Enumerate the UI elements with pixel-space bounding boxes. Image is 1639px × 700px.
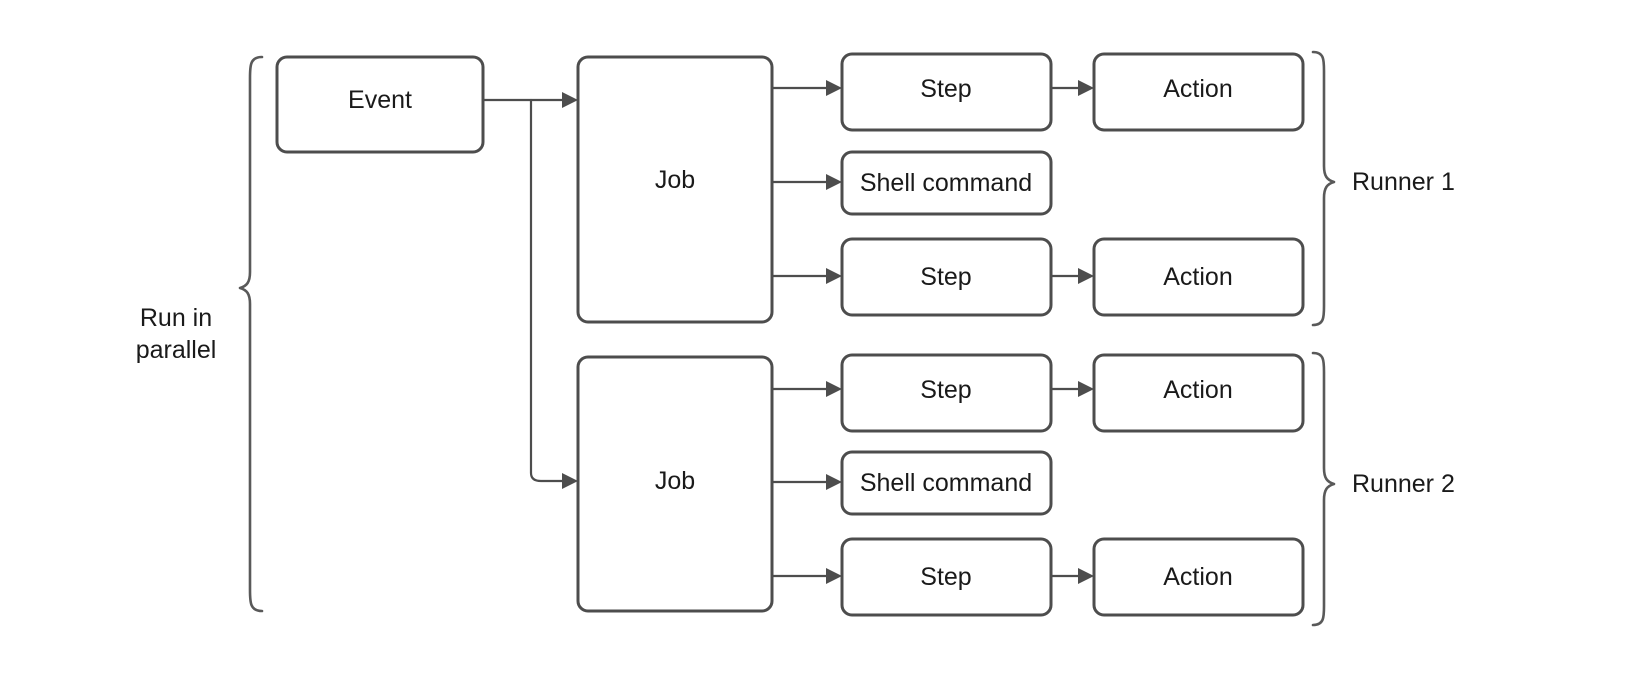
edge-job1-step2-to-action2 xyxy=(1049,268,1094,284)
edge-job2-to-step2 xyxy=(770,568,842,584)
job1-shell-box[interactable] xyxy=(840,150,1053,216)
job1-shell-label: Shell command xyxy=(860,169,1032,197)
runner1-label: Runner 1 xyxy=(1352,168,1455,196)
brace-runner-2 xyxy=(1311,351,1336,627)
job1-box[interactable] xyxy=(576,55,774,324)
node-job-1[interactable]: Job xyxy=(576,55,774,324)
job2-step1-label: Step xyxy=(920,376,971,404)
job2-shell-box[interactable] xyxy=(840,450,1053,516)
edge-job1-step2-arrowhead xyxy=(826,268,842,284)
edge-job1-to-shell xyxy=(770,174,842,190)
edge-job2-step2-to-action2 xyxy=(1049,568,1094,584)
edge-job1-step1-arrowhead xyxy=(826,80,842,96)
edge-job1-step1-action1-arrowhead xyxy=(1078,80,1094,96)
node-job2-shell-command[interactable]: Shell command xyxy=(840,450,1053,516)
edge-job2-step1-arrowhead xyxy=(826,381,842,397)
node-job2-step1[interactable]: Step xyxy=(840,353,1053,433)
edge-job1-step1-to-action1 xyxy=(1049,80,1094,96)
job2-action1-label: Action xyxy=(1163,376,1232,404)
job1-label: Job xyxy=(655,166,695,194)
edge-job2-to-step1 xyxy=(770,381,842,397)
node-job1-step1[interactable]: Step xyxy=(840,52,1053,132)
edge-job2-to-shell xyxy=(770,474,842,490)
left-brace-path xyxy=(238,55,264,613)
edge-event-to-job2-line xyxy=(529,98,564,483)
edge-job2-step1-to-action1 xyxy=(1049,381,1094,397)
node-job2-action1[interactable]: Action xyxy=(1092,353,1305,433)
job1-action1-label: Action xyxy=(1163,75,1232,103)
job2-box[interactable] xyxy=(576,355,774,613)
event-box[interactable] xyxy=(275,55,485,154)
edge-job1-to-step2 xyxy=(770,268,842,284)
brace-run-in-parallel xyxy=(238,55,264,613)
edge-job2-shell-arrowhead xyxy=(826,474,842,490)
node-job1-action1[interactable]: Action xyxy=(1092,52,1305,132)
node-job1-action2[interactable]: Action xyxy=(1092,237,1305,317)
job1-action1-box[interactable] xyxy=(1092,52,1305,132)
node-job-2[interactable]: Job xyxy=(576,355,774,613)
job2-shell-label: Shell command xyxy=(860,469,1032,497)
job2-step1-box[interactable] xyxy=(840,353,1053,433)
node-job1-shell-command[interactable]: Shell command xyxy=(840,150,1053,216)
job1-action2-box[interactable] xyxy=(1092,237,1305,317)
runner2-label: Runner 2 xyxy=(1352,470,1455,498)
runner2-brace-path xyxy=(1311,351,1336,627)
job1-action2-label: Action xyxy=(1163,263,1232,291)
job2-action2-box[interactable] xyxy=(1092,537,1305,617)
event-label: Event xyxy=(348,86,412,114)
job2-step2-label: Step xyxy=(920,563,971,591)
brace-runner-1 xyxy=(1311,50,1336,327)
node-event[interactable]: Event xyxy=(275,55,485,154)
edge-event-to-job1-arrowhead xyxy=(562,92,578,108)
run-in-parallel-label-line2: parallel xyxy=(136,336,217,364)
run-in-parallel-label-line1: Run in xyxy=(140,304,212,332)
job2-action1-box[interactable] xyxy=(1092,353,1305,433)
node-job2-action2[interactable]: Action xyxy=(1092,537,1305,617)
edge-job2-step2-action2-arrowhead xyxy=(1078,568,1094,584)
job1-step2-label: Step xyxy=(920,263,971,291)
job2-label: Job xyxy=(655,467,695,495)
job2-action2-label: Action xyxy=(1163,563,1232,591)
runner1-brace-path xyxy=(1311,50,1336,327)
node-job2-step2[interactable]: Step xyxy=(840,537,1053,617)
job1-step1-box[interactable] xyxy=(840,52,1053,132)
edge-job1-step2-action2-arrowhead xyxy=(1078,268,1094,284)
edge-job1-to-step1 xyxy=(770,80,842,96)
node-job1-step2[interactable]: Step xyxy=(840,237,1053,317)
edge-job1-shell-arrowhead xyxy=(826,174,842,190)
edge-job2-step1-action1-arrowhead xyxy=(1078,381,1094,397)
edge-job2-step2-arrowhead xyxy=(826,568,842,584)
edge-event-to-jobs xyxy=(481,92,578,489)
job1-step1-label: Step xyxy=(920,75,971,103)
edge-event-to-job2-arrowhead xyxy=(562,473,578,489)
